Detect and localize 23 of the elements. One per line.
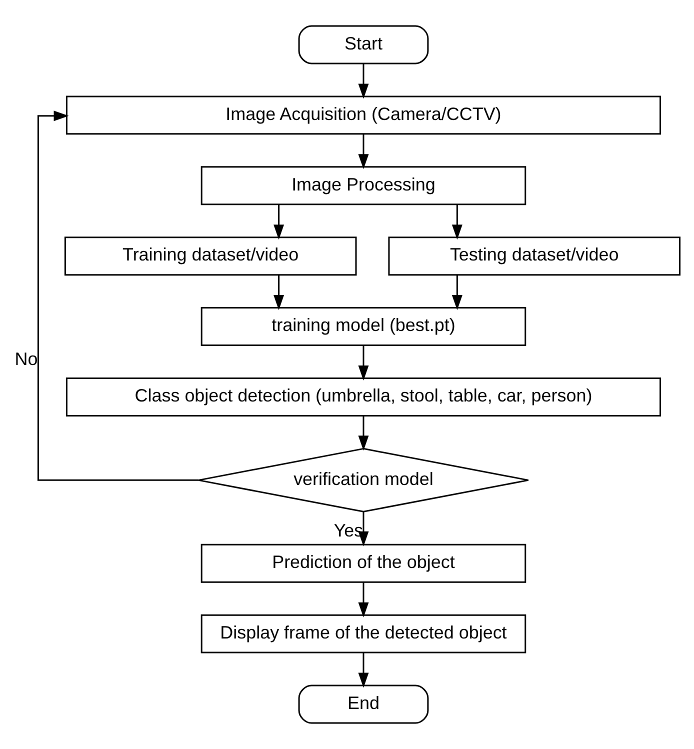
arrow	[37, 110, 198, 481]
node-box: training model (best.pt)	[200, 307, 526, 346]
arrow	[358, 416, 369, 451]
arrow	[358, 653, 369, 688]
arrow	[358, 346, 369, 381]
node-box: Class object detection (umbrella, stool, table, car, person)	[66, 378, 662, 416]
arrow	[358, 64, 369, 99]
node-box: End	[298, 684, 429, 724]
node-diamond: verification model	[198, 448, 530, 512]
node-box: Display frame of the detected object	[200, 614, 526, 654]
node-box: Prediction of the object	[200, 544, 526, 583]
edge-label: No	[14, 348, 38, 369]
node-box: Image Processing	[200, 166, 526, 206]
arrow	[452, 275, 462, 310]
arrow	[452, 204, 462, 240]
node-box: Training dataset/video	[64, 236, 357, 276]
node-box: Image Acquisition (Camera/CCTV)	[66, 96, 662, 135]
arrow	[358, 582, 369, 618]
arrow	[274, 204, 284, 240]
arrow	[358, 134, 369, 170]
node-box: Testing dataset/video	[388, 236, 681, 276]
arrow	[274, 275, 284, 310]
node-box: Start	[298, 25, 429, 64]
